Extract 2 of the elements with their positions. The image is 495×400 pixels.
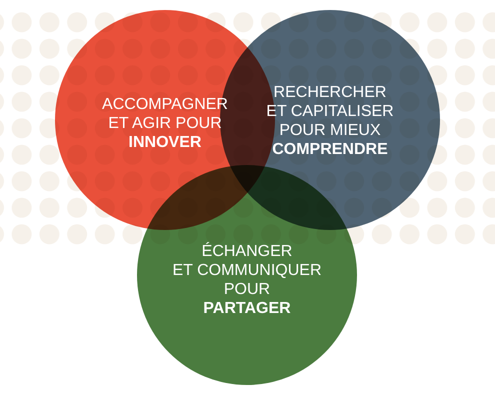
circle-label: RECHERCHER ET CAPITALISER POUR MIEUX COMPRENDRE <box>266 83 394 159</box>
circle-label: ÉCHANGER ET COMMUNIQUER POUR PARTAGER <box>172 242 322 318</box>
